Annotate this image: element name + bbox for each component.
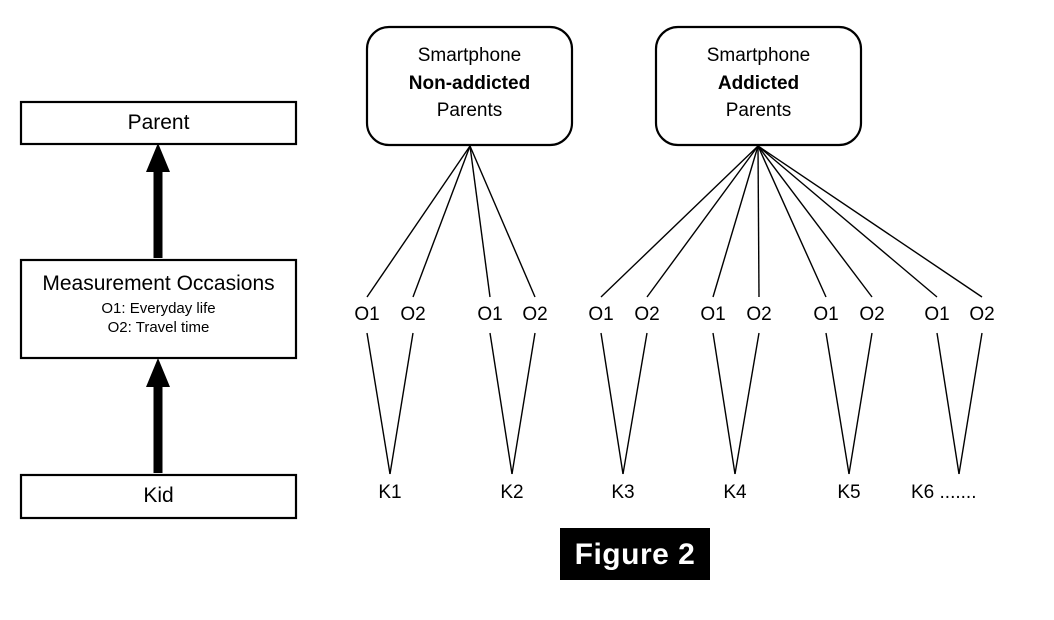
kid-box xyxy=(19,473,298,520)
parent-box xyxy=(19,100,298,146)
parent-box-label-wrap: Parent xyxy=(21,111,296,135)
parent-box-label: Parent xyxy=(127,111,190,134)
kid-node-k2: K2 xyxy=(500,482,524,503)
occasion-label-k2-o1: O1 xyxy=(477,304,503,325)
measurement-occasion-o2: O2: Travel time xyxy=(107,319,210,336)
v-lines-k4 xyxy=(712,332,760,475)
v-lines-k1 xyxy=(366,332,414,475)
fan-lines-non-addicted xyxy=(366,145,536,298)
occasion-label-k4-o2: O2 xyxy=(746,304,772,325)
kid-node-k4: K4 xyxy=(723,482,747,503)
kid-node-k1: K1 xyxy=(378,482,402,503)
group-box-addicted xyxy=(654,25,863,147)
arrow-kid-to-measurement-head xyxy=(146,358,170,387)
occasion-label-k5-o1: O1 xyxy=(813,304,839,325)
v-lines-k5 xyxy=(825,332,873,475)
v-lines-k3 xyxy=(600,332,648,475)
occasion-label-k3-o2: O2 xyxy=(634,304,660,325)
occasion-label-k4-o1: O1 xyxy=(700,304,726,325)
kid-box-label-wrap: Kid xyxy=(21,484,296,508)
kid-box-label: Kid xyxy=(143,484,174,507)
group-addicted-line3: Parents xyxy=(725,100,792,122)
kid-node-k3: K3 xyxy=(611,482,635,503)
arrow-measurement-to-parent-head xyxy=(146,143,170,172)
measurement-occasions-title: Measurement Occasions xyxy=(42,272,275,295)
measurement-occasion-o1: O1: Everyday life xyxy=(101,300,216,317)
group-addicted-text: Smartphone Addicted Parents xyxy=(656,42,861,125)
measurement-occasions-label-wrap: Measurement Occasions O1: Everyday life … xyxy=(21,272,296,336)
figure-caption-band xyxy=(560,528,710,580)
kid-node-k5: K5 xyxy=(837,482,861,503)
v-lines-k2 xyxy=(489,332,536,475)
group-non-addicted-line2: Non-addicted xyxy=(408,72,531,94)
group-box-non-addicted xyxy=(365,25,574,147)
group-non-addicted-text: Smartphone Non-addicted Parents xyxy=(367,42,572,125)
group-addicted-line1: Smartphone xyxy=(706,45,811,66)
occasion-label-k1-o2: O2 xyxy=(400,304,426,325)
group-non-addicted-line3: Parents xyxy=(436,100,503,122)
v-lines-k6 xyxy=(936,332,983,475)
group-non-addicted-line1: Smartphone xyxy=(417,45,522,66)
occasion-label-k3-o1: O1 xyxy=(588,304,614,325)
occasion-label-k5-o2: O2 xyxy=(859,304,885,325)
occasion-label-k6-o2: O2 xyxy=(969,304,995,325)
occasion-label-k6-o1: O1 xyxy=(924,304,950,325)
fan-lines-addicted xyxy=(600,145,983,298)
figure-caption-text: Figure 2 xyxy=(574,538,696,571)
occasion-label-k1-o1: O1 xyxy=(354,304,380,325)
group-addicted-line2: Addicted xyxy=(717,72,800,94)
occasion-label-k2-o2: O2 xyxy=(522,304,548,325)
kid-node-k6: K6 ....... xyxy=(911,482,977,503)
measurement-occasions-box xyxy=(19,258,298,360)
